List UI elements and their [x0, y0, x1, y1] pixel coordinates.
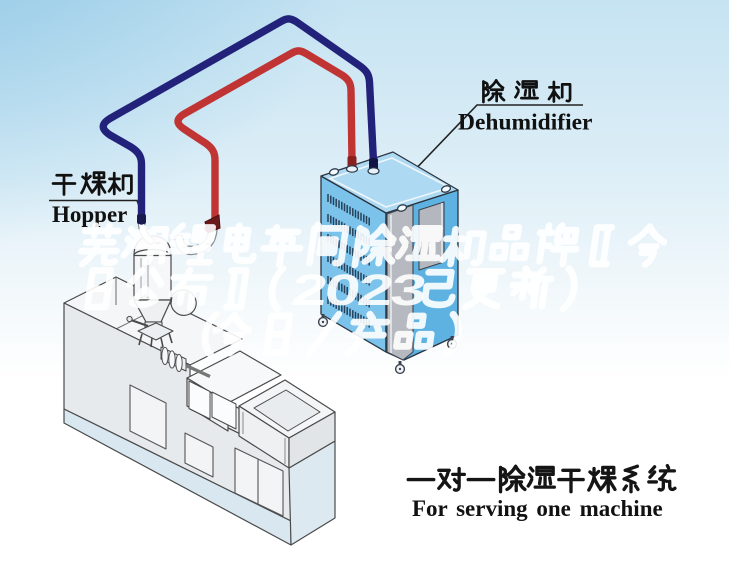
- svg-text:Dehumidifier: Dehumidifier: [458, 110, 592, 136]
- svg-text:Hopper: Hopper: [52, 202, 127, 227]
- svg-text:2023: 2023: [289, 265, 429, 315]
- svg-text:For serving one machine: For serving one machine: [412, 496, 663, 521]
